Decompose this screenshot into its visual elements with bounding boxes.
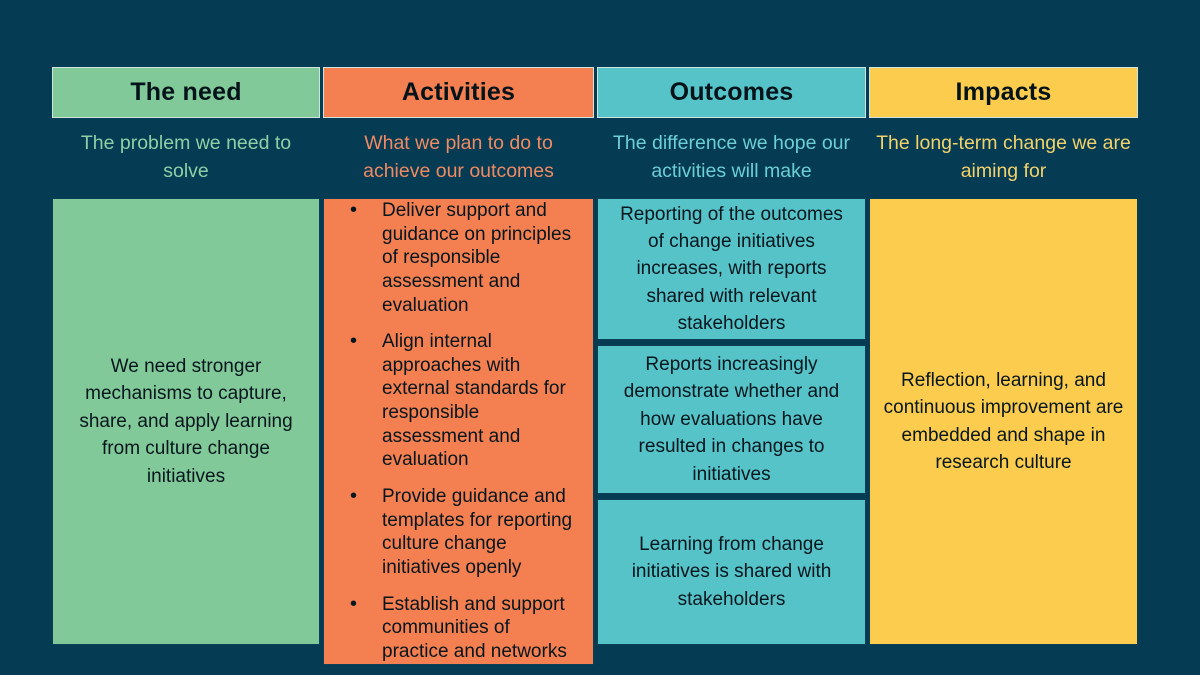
column-title-need: The need xyxy=(130,78,242,106)
column-subtitle-cell-outcomes: The difference we hope our activities wi… xyxy=(597,118,866,197)
column-subtitle-cell-impacts: The long-term change we are aiming for xyxy=(869,118,1138,197)
activities-bullet-list: Deliver support and guidance on principl… xyxy=(324,198,593,664)
column-title-impacts: Impacts xyxy=(955,78,1052,106)
outcome-card-3: Learning from change initiatives is shar… xyxy=(597,499,866,645)
impact-statement-text: Reflection, learning, and continuous imp… xyxy=(883,369,1124,473)
outcome-card-3-text: Learning from change initiatives is shar… xyxy=(631,533,832,610)
column-title-activities: Activities xyxy=(401,78,516,106)
column-body-activities: Deliver support and guidance on principl… xyxy=(323,198,594,665)
outcome-card-2: Reports increasingly demonstrate whether… xyxy=(597,345,866,494)
column-subtitle-activities: What we plan to do to achieve our outcom… xyxy=(363,132,554,182)
column-header-outcomes: Outcomes xyxy=(597,67,866,118)
outcome-card-1: Reporting of the outcomes of change init… xyxy=(597,198,866,340)
column-subtitle-impacts: The long-term change we are aiming for xyxy=(876,132,1131,182)
outcome-card-2-text: Reports increasingly demonstrate whether… xyxy=(623,354,840,485)
impact-statement-card: Reflection, learning, and continuous imp… xyxy=(869,198,1138,645)
column-header-activities: Activities xyxy=(323,67,594,118)
column-body-need: We need stronger mechanisms to capture, … xyxy=(52,198,320,645)
header-row: The need Activities Outcomes Impacts xyxy=(52,67,1138,118)
activities-card: Deliver support and guidance on principl… xyxy=(323,198,594,665)
column-subtitle-need: The problem we need to solve xyxy=(80,132,292,182)
subtitle-row: The problem we need to solve What we pla… xyxy=(52,118,1135,197)
column-header-impacts: Impacts xyxy=(869,67,1138,118)
list-item: Provide guidance and templates for repor… xyxy=(350,484,579,580)
need-statement-card: We need stronger mechanisms to capture, … xyxy=(52,198,320,645)
column-body-outcomes: Reporting of the outcomes of change init… xyxy=(597,198,866,645)
column-subtitle-cell-activities: What we plan to do to achieve our outcom… xyxy=(323,118,594,197)
column-title-outcomes: Outcomes xyxy=(669,78,794,106)
column-subtitle-outcomes: The difference we hope our activities wi… xyxy=(612,132,851,182)
column-subtitle-cell-need: The problem we need to solve xyxy=(52,118,320,197)
column-header-need: The need xyxy=(52,67,320,118)
need-statement-text: We need stronger mechanisms to capture, … xyxy=(79,356,293,487)
list-item: Deliver support and guidance on principl… xyxy=(350,198,579,317)
list-item: Align internal approaches with external … xyxy=(350,329,579,472)
list-item: Establish and support communities of pra… xyxy=(350,592,579,664)
column-body-impacts: Reflection, learning, and continuous imp… xyxy=(869,198,1138,645)
body-row: We need stronger mechanisms to capture, … xyxy=(52,198,1138,665)
outcomes-card-stack: Reporting of the outcomes of change init… xyxy=(597,198,866,645)
outcome-card-1-text: Reporting of the outcomes of change init… xyxy=(620,203,843,335)
